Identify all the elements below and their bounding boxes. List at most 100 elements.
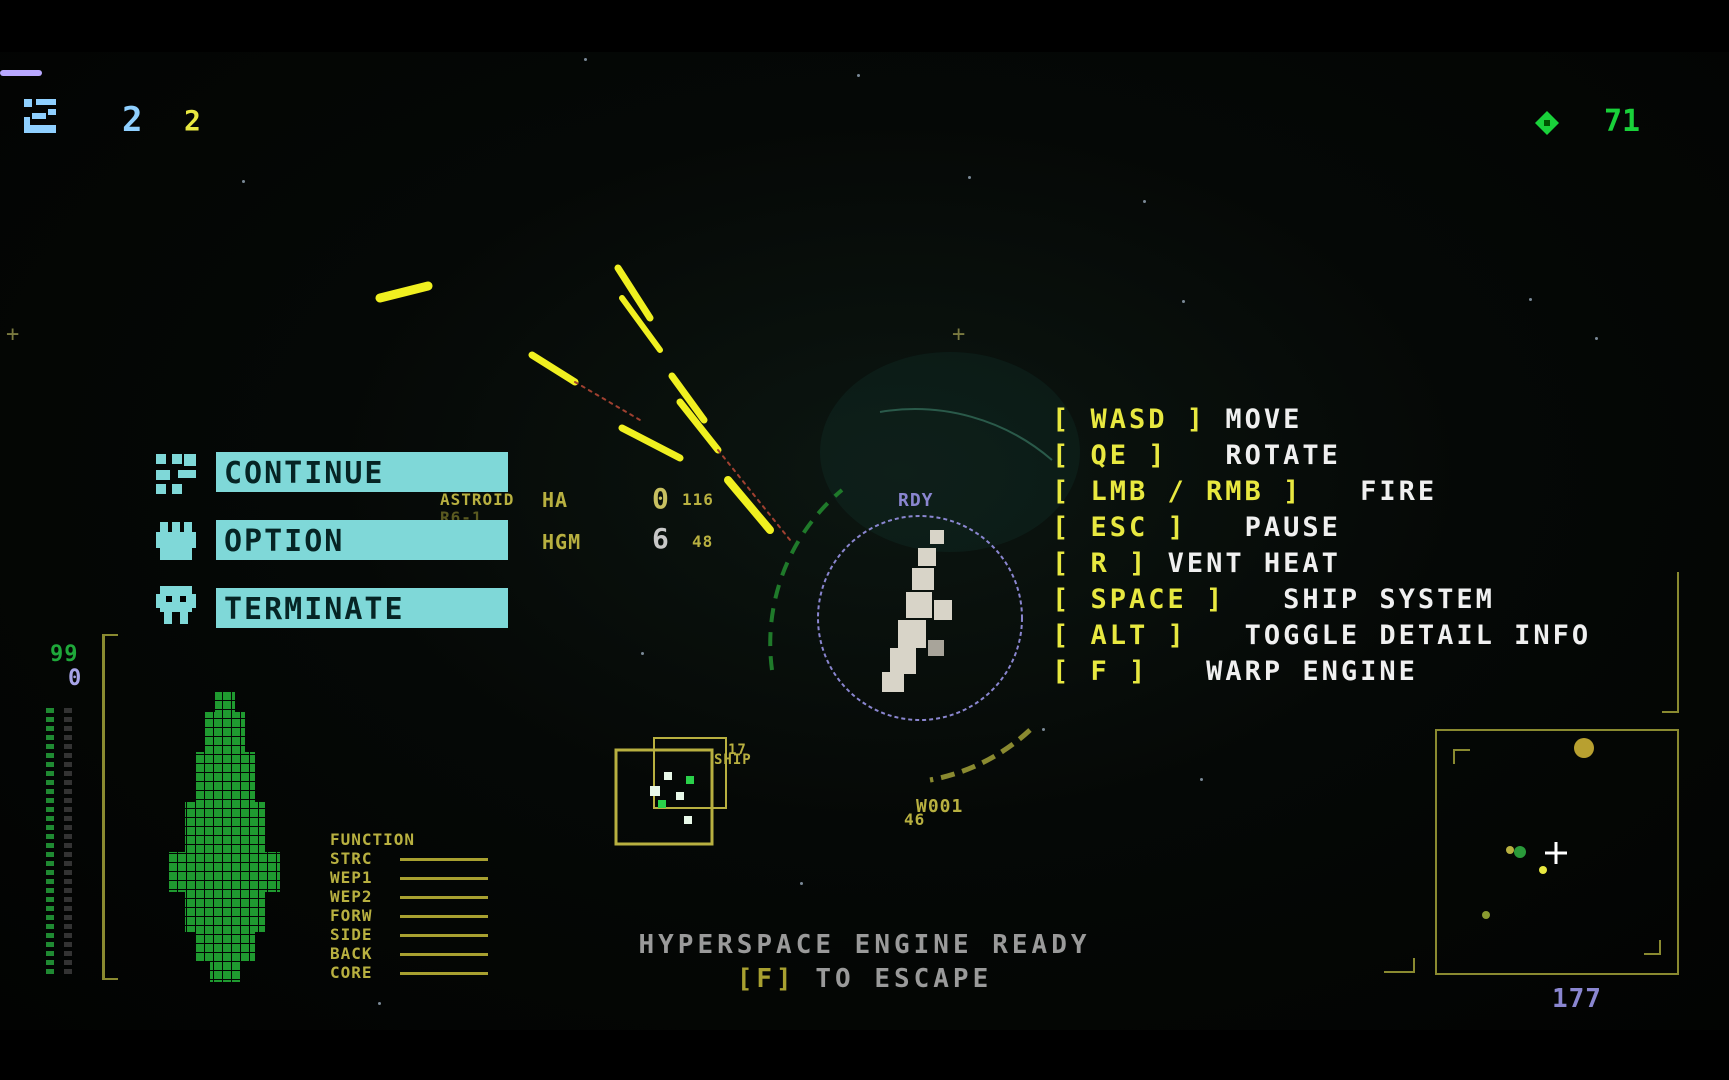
target-stat-label: HGM (542, 530, 582, 554)
control-key: ESC (1090, 512, 1149, 543)
cross-icon (154, 518, 198, 562)
control-key: ALT (1090, 620, 1149, 651)
top-progress-bar (0, 70, 42, 76)
function-row: SIDE (330, 925, 373, 944)
control-row: [ ALT ] TOGGLE DETAIL INFO (1052, 620, 1592, 651)
gauge-tick (104, 634, 118, 636)
control-row: [ F ] WARP ENGINE (1052, 656, 1418, 687)
function-title: FUNCTION (330, 830, 416, 849)
resource-icon (1534, 110, 1560, 136)
control-row: [ WASD ] MOVE (1052, 404, 1303, 435)
control-row: [ QE ] ROTATE (1052, 440, 1341, 471)
control-row: [ ESC ] PAUSE (1052, 512, 1341, 543)
control-action: MOVE (1225, 404, 1303, 435)
star (641, 652, 644, 655)
gauge-frame (102, 634, 105, 980)
escape-hint: [F] TO ESCAPE (0, 964, 1729, 994)
target-lock-circle (817, 515, 1023, 721)
function-row: WEP1 (330, 868, 373, 887)
ship-number: 17 (728, 742, 747, 758)
control-key: WASD (1090, 404, 1168, 435)
function-bar (400, 896, 488, 899)
ship-target-box (614, 748, 714, 846)
star (378, 1002, 381, 1005)
target-stat-value: 0 (652, 482, 670, 515)
nebula-glow (820, 352, 1080, 552)
unit-number: 46 (904, 810, 926, 829)
target-name: ASTROID (440, 490, 515, 509)
control-key: QE (1090, 440, 1130, 471)
ship-label: SHIP (714, 752, 752, 768)
shield-value: 0 (68, 666, 83, 691)
control-key: LMB / RMB (1090, 476, 1264, 507)
resource-count: 71 (1604, 104, 1641, 139)
continue-button[interactable]: CONTINUE (216, 452, 508, 492)
function-bar (400, 877, 488, 880)
squad-icon (22, 97, 60, 135)
waypoint-cross-icon: + (6, 322, 20, 347)
escape-key: [F] (736, 964, 796, 994)
control-key: R (1090, 548, 1110, 579)
control-action: WARP ENGINE (1206, 656, 1418, 687)
sector-value: 177 (1552, 984, 1602, 1014)
unit-label: W001 (916, 796, 964, 817)
terminate-button[interactable]: TERMINATE (216, 588, 508, 628)
shield-gauge (64, 708, 72, 978)
gauge-tick (104, 978, 118, 980)
target-stat-sub: 48 (692, 532, 714, 551)
star (1143, 200, 1146, 203)
star (242, 180, 245, 183)
target-stat-value: 6 (652, 522, 670, 555)
function-bar (400, 953, 488, 956)
control-action: ROTATE (1225, 440, 1341, 471)
control-action: FIRE (1360, 476, 1438, 507)
projectiles (375, 264, 791, 541)
control-row: [ SPACE ] SHIP SYSTEM (1052, 584, 1495, 615)
star (1182, 300, 1185, 303)
star (968, 176, 971, 179)
control-action: TOGGLE DETAIL INFO (1244, 620, 1592, 651)
function-bar (400, 972, 488, 975)
function-row: STRC (330, 849, 373, 868)
letterbox-bottom (0, 1030, 1729, 1080)
squad-count-a: 2 (122, 100, 143, 140)
ship-schematic (168, 692, 280, 982)
function-bar (400, 858, 488, 861)
star (857, 74, 860, 77)
option-button[interactable]: OPTION (216, 520, 508, 560)
control-action: VENT HEAT (1167, 548, 1341, 579)
star (1042, 728, 1045, 731)
star (1200, 778, 1203, 781)
star (1595, 337, 1598, 340)
function-row: FORW (330, 906, 373, 925)
skull-icon (154, 584, 198, 628)
target-stat-label: HA (542, 488, 569, 512)
rdy-label: RDY (898, 490, 934, 511)
star (1529, 298, 1532, 301)
control-action: SHIP SYSTEM (1283, 584, 1495, 615)
squad-count-b: 2 (184, 104, 201, 137)
function-row: CORE (330, 963, 373, 982)
control-action: PAUSE (1244, 512, 1341, 543)
hp-value: 99 (50, 642, 79, 667)
control-key: F (1090, 656, 1110, 687)
control-key: SPACE (1090, 584, 1187, 615)
target-stat-sub: 116 (682, 490, 714, 509)
letterbox-top (0, 0, 1729, 52)
waypoint-cross-icon: + (952, 322, 966, 347)
escape-text: TO ESCAPE (815, 964, 993, 994)
minimap (1384, 572, 1679, 975)
function-row: WEP2 (330, 887, 373, 906)
control-row: [ LMB / RMB ] FIRE (1052, 476, 1438, 507)
player-ship (650, 772, 694, 824)
control-row: [ R ] VENT HEAT (1052, 548, 1341, 579)
function-bar (400, 915, 488, 918)
dice-icon (154, 452, 198, 496)
hyperspace-message: HYPERSPACE ENGINE READY (638, 930, 1091, 960)
asteroid (882, 530, 952, 692)
star (584, 58, 587, 61)
function-row: BACK (330, 944, 373, 963)
star (800, 882, 803, 885)
function-bar (400, 934, 488, 937)
